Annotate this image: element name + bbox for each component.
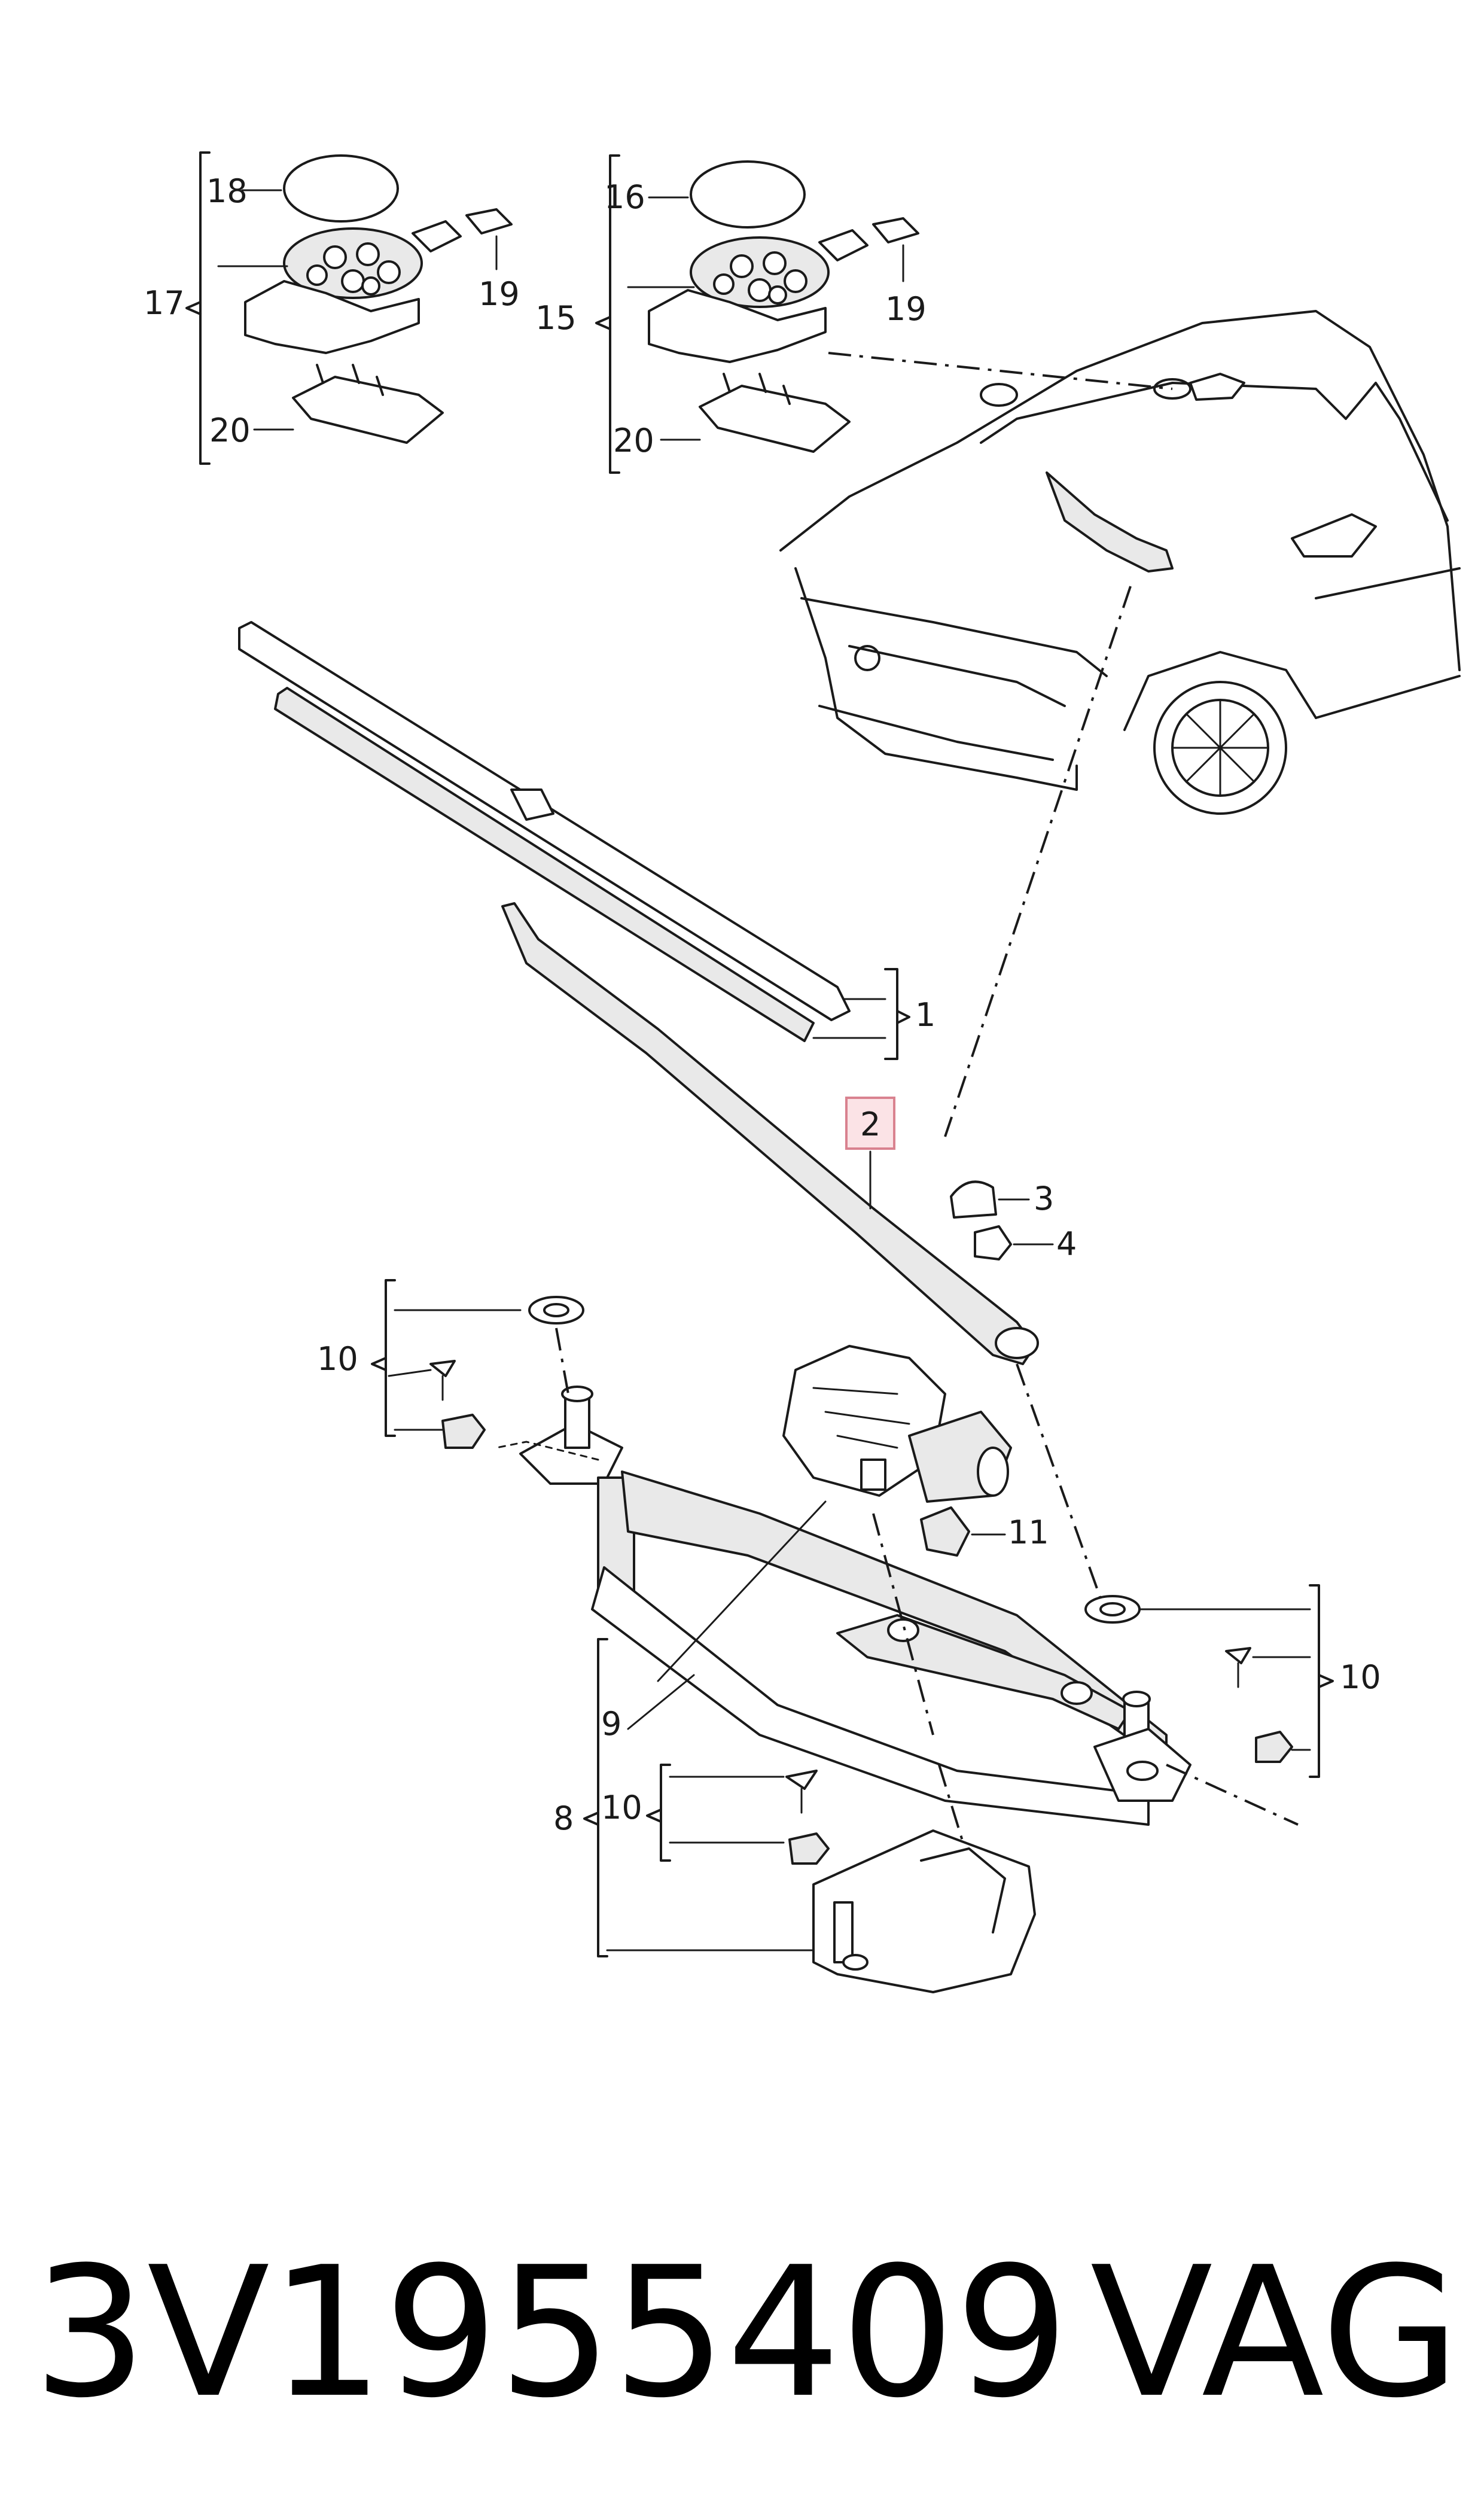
- part-number: 3V1955409: [33, 2228, 1069, 2437]
- bracket-group: [583, 1638, 1036, 1993]
- callout-4: 4: [1056, 1225, 1077, 1263]
- callout-9: 9: [601, 1705, 621, 1743]
- rain-sensor-assembly-left: [185, 151, 513, 465]
- callout-15: 15: [535, 299, 577, 337]
- vehicle-illustration: [779, 310, 1461, 815]
- callout-16: 16: [604, 178, 645, 216]
- callout-11: 11: [1008, 1514, 1049, 1551]
- wiper-arm: [501, 902, 1039, 1365]
- wiper-blade-set: [238, 621, 910, 1060]
- wiper-linkage-motor: [495, 1327, 1299, 1843]
- callout-10-bracket: 10: [601, 1789, 642, 1826]
- footer-caption: 3V1955409 VAG: [0, 2208, 1484, 2459]
- brand-name: VAG: [1090, 2228, 1460, 2437]
- rain-sensor-assembly-right: [595, 154, 1173, 474]
- selected-part-highlight: [845, 1097, 895, 1150]
- callout-20-right: 20: [613, 422, 654, 459]
- callout-18: 18: [206, 172, 248, 210]
- callout-20-left: 20: [209, 412, 251, 449]
- callout-17: 17: [144, 284, 185, 322]
- callout-8: 8: [553, 1800, 574, 1837]
- callout-10-right: 10: [1340, 1658, 1381, 1696]
- fastener-group-left: [371, 1279, 584, 1449]
- callout-3: 3: [1034, 1180, 1054, 1217]
- callout-2: 2: [860, 1106, 880, 1143]
- callout-1: 1: [915, 996, 936, 1034]
- cap-and-nut: [950, 1180, 1054, 1260]
- callout-19-right: 19: [885, 290, 927, 328]
- callout-19-left: 19: [479, 275, 520, 313]
- callout-10-left: 10: [317, 1340, 358, 1378]
- fastener-group-right: [1084, 1584, 1334, 1778]
